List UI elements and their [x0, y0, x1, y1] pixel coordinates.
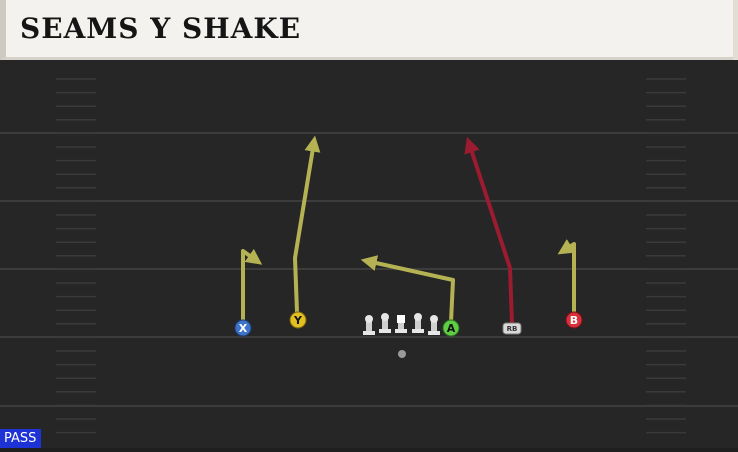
route-rb-wheel — [464, 136, 514, 326]
player-rb[interactable]: RB — [502, 322, 522, 335]
player-y[interactable]: Y — [289, 311, 307, 329]
play-title-bar: SEAMS Y SHAKE — [0, 0, 738, 60]
player-rb-label: RB — [507, 325, 518, 333]
play-diagram: X Y A RB B — [0, 60, 738, 448]
lineman-lg — [379, 313, 391, 333]
lineman-rt — [428, 315, 440, 335]
player-b[interactable]: B — [565, 311, 583, 329]
lineman-center — [395, 315, 407, 333]
player-a[interactable]: A — [442, 319, 460, 337]
route-b-curl — [557, 239, 576, 314]
route-a-shake — [360, 255, 455, 324]
lineman-lt — [363, 315, 375, 335]
route-y-seam — [293, 135, 321, 314]
title-bar-edge — [733, 0, 738, 60]
lineman-rg — [412, 313, 424, 333]
player-x-label: X — [239, 322, 248, 335]
player-b-label: B — [570, 314, 578, 327]
player-y-label: Y — [293, 314, 303, 327]
play-type-badge: PASS — [0, 429, 42, 448]
quarterback — [398, 350, 406, 358]
player-x[interactable]: X — [234, 319, 252, 337]
field-turf — [0, 60, 738, 448]
play-field: X Y A RB B — [0, 60, 738, 448]
hash-marks-right — [646, 78, 686, 434]
player-a-label: A — [447, 322, 456, 335]
route-x-curl — [241, 248, 263, 324]
hash-marks-left — [56, 78, 96, 434]
play-title: SEAMS Y SHAKE — [20, 12, 302, 45]
